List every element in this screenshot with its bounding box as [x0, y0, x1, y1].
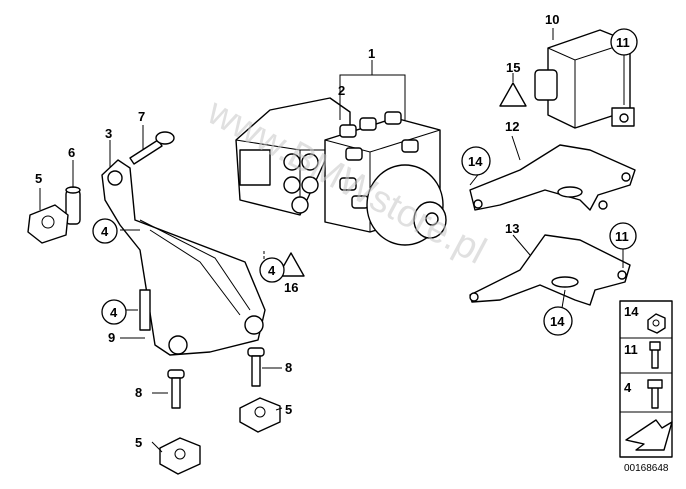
screw-icon: [647, 379, 663, 409]
svg-text:11: 11: [615, 229, 629, 244]
bracket-3: [101, 159, 266, 356]
label-10: 10: [545, 12, 559, 27]
svg-text:4: 4: [268, 263, 276, 278]
svg-text:11: 11: [616, 35, 630, 50]
arrow-icon: [625, 419, 673, 451]
sensor-unit: [534, 29, 635, 129]
legend-label-11: 11: [624, 342, 638, 357]
bracket-13: [469, 234, 631, 306]
label-1: 1: [368, 46, 375, 61]
bolt-8b: [247, 347, 265, 387]
svg-text:4: 4: [110, 305, 118, 320]
label-2: 2: [338, 83, 345, 98]
callout-4c: 4: [101, 299, 127, 325]
fastener-legend: 14 11 4: [619, 300, 673, 458]
label-5c: 5: [135, 435, 142, 450]
abs-module: [235, 97, 447, 246]
warning-icon-15: [499, 82, 527, 107]
callout-14b: 14: [543, 306, 573, 336]
label-8a: 8: [135, 385, 142, 400]
label-13: 13: [505, 221, 519, 236]
label-9: 9: [108, 330, 115, 345]
bracket-12: [469, 144, 636, 211]
bolt-7: [129, 131, 175, 165]
label-15: 15: [506, 60, 520, 75]
callout-14a: 14: [461, 146, 491, 176]
callout-11b: 11: [609, 222, 637, 250]
mount-5c: [159, 437, 201, 475]
svg-text:14: 14: [550, 314, 565, 329]
bolt-icon: [649, 341, 661, 369]
sleeve-6: [65, 186, 81, 225]
bolt-8a: [167, 369, 185, 409]
label-5b: 5: [285, 402, 292, 417]
callout-4b: 4: [259, 257, 285, 283]
label-7: 7: [138, 109, 145, 124]
callout-4a: 4: [92, 218, 118, 244]
label-3: 3: [105, 126, 112, 141]
label-16: 16: [284, 280, 298, 295]
diagram-id: 00168648: [624, 463, 669, 474]
nut-icon: [647, 313, 666, 334]
label-8b: 8: [285, 360, 292, 375]
strip-9: [139, 289, 151, 331]
svg-text:14: 14: [468, 154, 483, 169]
svg-text:4: 4: [101, 224, 109, 239]
legend-label-4: 4: [624, 380, 632, 395]
mount-5a: [27, 204, 69, 244]
label-5a: 5: [35, 171, 42, 186]
callout-11a: 11: [610, 28, 638, 56]
legend-label-14: 14: [624, 304, 639, 319]
label-6: 6: [68, 145, 75, 160]
label-12: 12: [505, 119, 519, 134]
mount-5b: [239, 397, 281, 433]
